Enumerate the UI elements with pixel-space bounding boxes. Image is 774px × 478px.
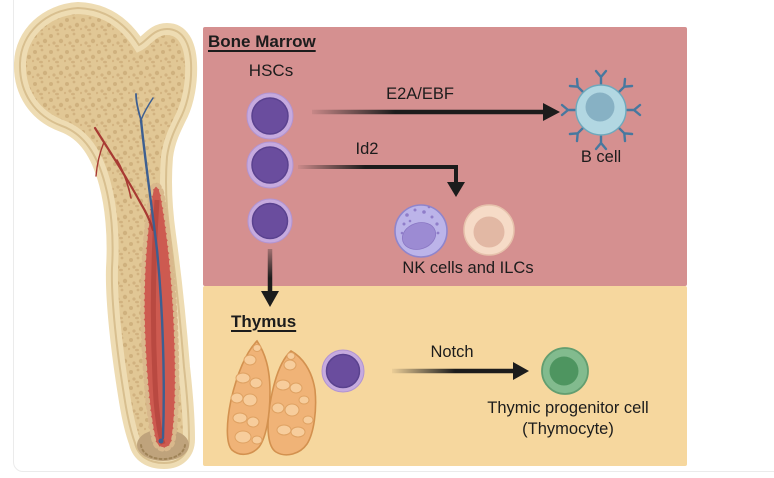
hsc-to-thymus-arrow — [261, 249, 279, 307]
nk-cell — [394, 204, 448, 258]
thymus-title: Thymus — [231, 312, 297, 331]
id2-arrow — [298, 165, 465, 197]
hscs-label: HSCs — [248, 61, 294, 80]
thymic-progenitor-cell — [541, 347, 589, 395]
vein-end-dot — [158, 438, 164, 444]
vein — [135, 93, 165, 440]
bone-marrow-title: Bone Marrow — [208, 32, 316, 51]
e2a-ebf-label: E2A/EBF — [386, 85, 454, 103]
hsc-cell-3 — [247, 198, 293, 244]
thymus-lobules — [230, 344, 314, 445]
artery — [93, 126, 155, 232]
antibody-icon — [594, 69, 608, 86]
bone-bottom-cap-texture — [140, 444, 186, 461]
hsc-cell-thymus — [321, 349, 365, 393]
id2-label: Id2 — [355, 140, 379, 158]
bone-marrow-core — [150, 199, 166, 445]
nk-granules — [400, 205, 440, 235]
hsc-cell-2 — [246, 141, 294, 189]
ilc-cell — [463, 204, 515, 256]
antibody-icon — [560, 103, 577, 117]
bone-marrow-cavity-rim — [140, 182, 180, 452]
notch-arrow — [392, 362, 529, 380]
b-cell — [560, 69, 642, 151]
e2a-ebf-arrow — [312, 103, 560, 121]
antibody-icon — [625, 103, 642, 117]
progenitor-label-line2: (Thymocyte) — [522, 420, 614, 438]
nk-ilc-label: NK cells and ILCs — [402, 259, 534, 277]
thymus-organ — [226, 339, 317, 456]
b-cell-label: B cell — [580, 148, 622, 166]
hsc-cell-1 — [246, 92, 294, 140]
bone-illustration — [13, 1, 198, 470]
progenitor-label-line1: Thymic progenitor cell — [487, 399, 649, 417]
notch-label: Notch — [430, 343, 474, 361]
